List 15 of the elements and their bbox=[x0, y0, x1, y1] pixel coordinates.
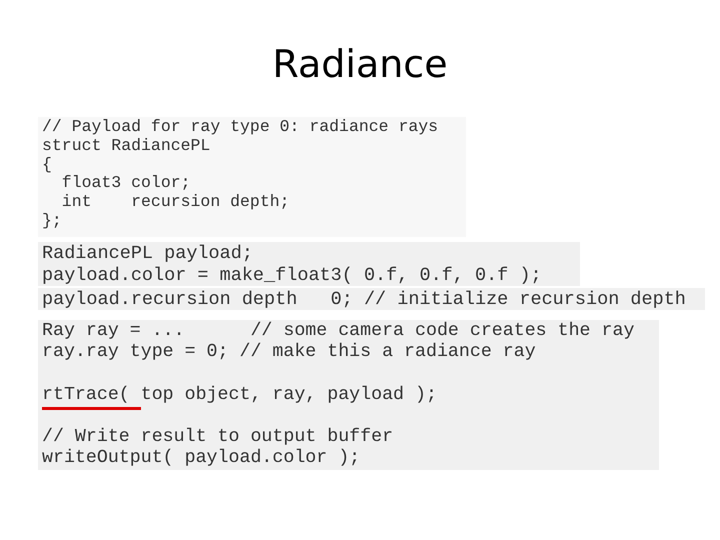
code-line: RadiancePL payload; bbox=[42, 243, 253, 265]
slide-title: Radiance bbox=[271, 42, 449, 86]
code-line: int recursion depth; bbox=[60, 193, 290, 212]
code-line: rtTrace( top object, ray, payload ); bbox=[42, 384, 437, 406]
code-line: // Write result to output buffer bbox=[42, 427, 394, 448]
code-line: payload.color = make_float3( 0.f, 0.f, 0.f ); bbox=[42, 265, 542, 287]
code-line: }; bbox=[42, 212, 62, 231]
code-line: Ray ray = ... // some camera code creates the ray bbox=[42, 321, 634, 342]
code-line: payload.recursion depth 0; // initialize recursion depth bbox=[42, 289, 686, 311]
code-line: writeOutput( payload.color ); bbox=[42, 448, 360, 470]
code-line: // Payload for ray type 0: radiance rays bbox=[42, 118, 438, 137]
code-line: ray.ray type = 0; // make this a radiance ray bbox=[42, 342, 536, 364]
code-line: { bbox=[42, 156, 52, 174]
code-line: float3 color; bbox=[60, 174, 191, 194]
code-line: struct RadiancePL bbox=[42, 136, 210, 156]
